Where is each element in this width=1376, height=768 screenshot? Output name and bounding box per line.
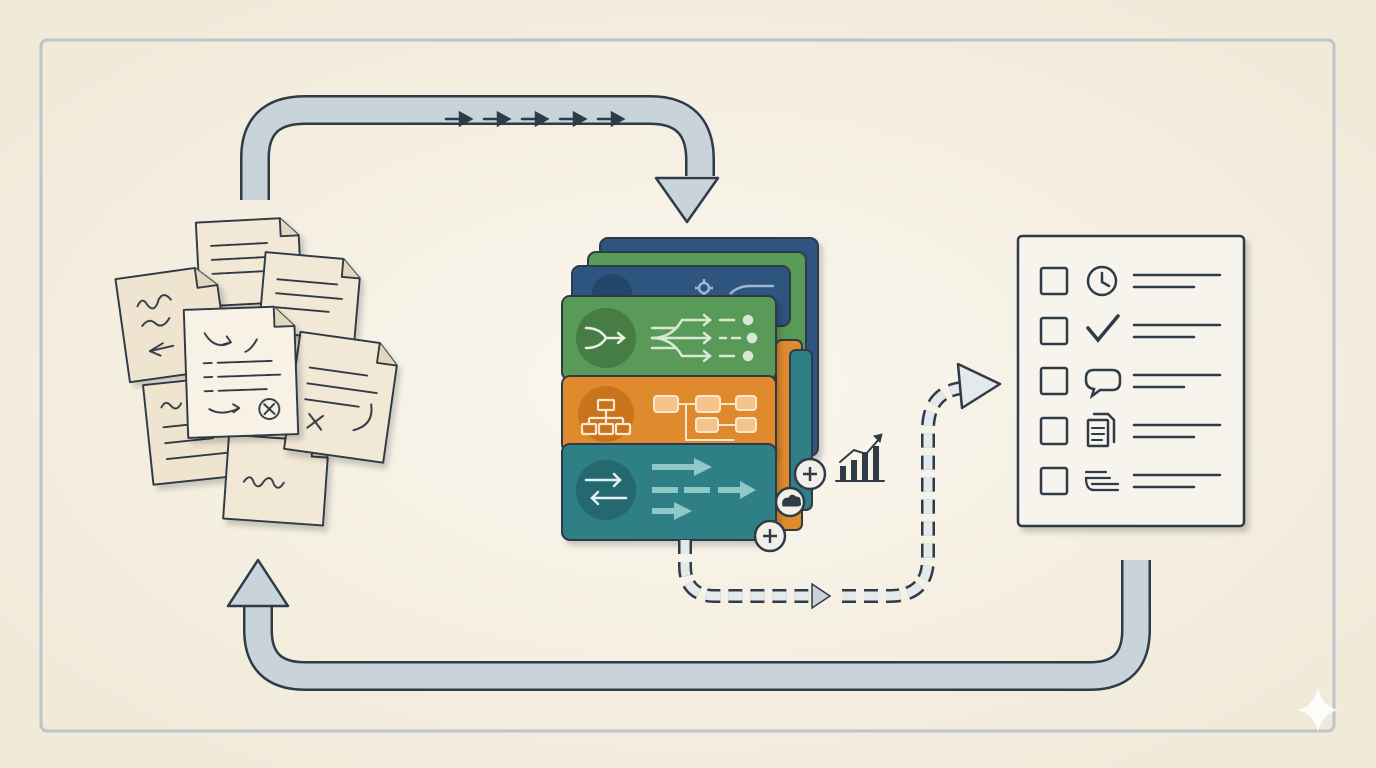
card-green — [561, 295, 777, 381]
growth-chart-icon — [835, 433, 885, 482]
card-orange — [561, 375, 777, 453]
checkbox — [1039, 266, 1069, 296]
transfer-arrows — [652, 458, 756, 520]
branch-lines — [650, 313, 758, 363]
checkbox — [1039, 366, 1069, 396]
hierarchy-icon — [580, 398, 632, 436]
checklist-document-icon — [1016, 234, 1246, 528]
flow-chevrons — [444, 110, 626, 128]
clock-icon — [1086, 265, 1118, 297]
plus-circle-icon — [793, 457, 827, 491]
dashed-flow-arrow — [678, 362, 1002, 610]
checkbox — [1039, 466, 1069, 496]
doc-sheet-front — [182, 305, 300, 439]
workflow-card-stack — [561, 237, 827, 553]
checkmark-icon — [1086, 314, 1120, 343]
cloud-circle-icon — [774, 486, 806, 518]
bottom-loop-arrow — [226, 558, 1151, 691]
document-pile-icon — [114, 217, 398, 527]
card-teal — [561, 443, 777, 541]
checkbox — [1039, 416, 1069, 446]
speech-bubble-icon — [1084, 368, 1122, 400]
top-loop-arrow — [240, 95, 720, 224]
flowchart-lines — [653, 395, 757, 441]
swap-arrows-icon — [584, 472, 628, 506]
documents-icon — [1086, 412, 1116, 448]
list-lines-icon — [1084, 470, 1120, 492]
gear-icon — [695, 279, 713, 297]
checkbox — [1039, 316, 1069, 346]
sparkle-icon — [1298, 688, 1338, 732]
merge-icon — [584, 326, 626, 350]
outer-frame — [39, 38, 1336, 733]
doc-sheet — [283, 330, 398, 464]
plus-circle-icon — [753, 519, 787, 553]
